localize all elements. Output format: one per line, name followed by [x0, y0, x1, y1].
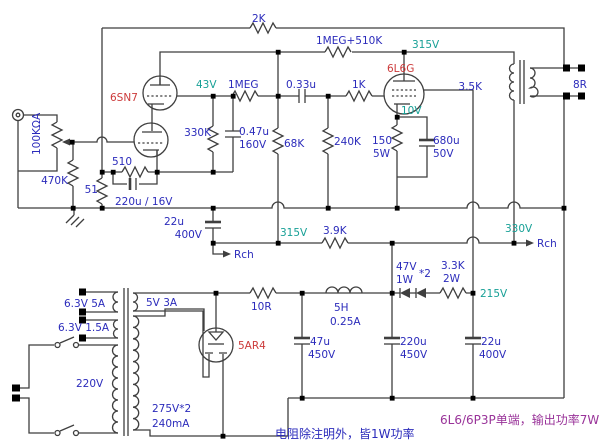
- label-680u: 680u: [433, 135, 460, 147]
- label-x2: *2: [419, 268, 431, 280]
- filter-choke: [325, 286, 363, 294]
- tube-6sn7: [133, 75, 178, 158]
- label-450v-b: 450V: [400, 349, 428, 361]
- resistors: [51, 22, 467, 299]
- label-240ma: 240mA: [152, 418, 190, 430]
- label-33k: 3.3K: [441, 260, 466, 272]
- label-2w: 2W: [443, 273, 461, 285]
- label-220u-b: 220u: [400, 336, 427, 348]
- zener-diodes: [399, 288, 426, 298]
- junction-dots: [69, 49, 567, 439]
- label-470k: 470K: [41, 175, 69, 187]
- label-8r: 8R: [573, 79, 587, 91]
- label-1meg-510k: 1MEG+510K: [316, 35, 383, 47]
- label-047u: 0.47u: [239, 126, 269, 138]
- label-330k: 330K: [184, 127, 212, 139]
- label-5w: 5W: [373, 148, 391, 160]
- label-275v2: 275V*2: [152, 403, 191, 415]
- label-22u-b: 22u: [481, 336, 501, 348]
- label-50v: 50V: [433, 148, 454, 160]
- mains-plug: [12, 341, 80, 437]
- label-63v15a: 6.3V 1.5A: [58, 322, 110, 334]
- label-5v3a: 5V 3A: [146, 297, 178, 309]
- label-47u: 47u: [310, 336, 330, 348]
- label-39k: 3.9K: [323, 225, 348, 237]
- rch-arrows: [223, 239, 534, 258]
- label-35k: 3.5K: [458, 81, 483, 93]
- label-43v: 43V: [196, 79, 217, 91]
- label-220u16v: 220u / 16V: [115, 196, 173, 208]
- label-2k: 2K: [252, 13, 267, 25]
- capacitors: [128, 89, 481, 345]
- label-68k: 68K: [284, 138, 305, 150]
- labels: 2K 1MEG+510K 315V 6SN7 43V 1MEG 0.33u 1K…: [31, 13, 599, 441]
- label-rch-right: Rch: [537, 238, 557, 250]
- tube-6l6g: [383, 73, 425, 115]
- label-10v: 10V: [401, 105, 422, 117]
- label-450v-a: 450V: [308, 349, 336, 361]
- label-215v: 215V: [480, 288, 508, 300]
- label-315v-b: 315V: [280, 227, 308, 239]
- power-transformer: [79, 288, 140, 434]
- label-10r: 10R: [251, 301, 272, 313]
- label-160v: 160V: [239, 139, 267, 151]
- output-transformer: [508, 60, 585, 104]
- label-pot: 100KΩA: [31, 112, 43, 155]
- label-rch-left: Rch: [234, 249, 254, 261]
- note-resistor-power: 电阻除注明外，皆1W功率: [275, 426, 415, 441]
- tube-5ar4: [198, 327, 234, 363]
- label-330v: 330V: [505, 223, 533, 235]
- label-5h: 5H: [334, 302, 349, 314]
- label-315v-plate: 315V: [412, 39, 440, 51]
- label-63v5a: 6.3V 5A: [64, 298, 106, 310]
- label-400v-b: 400V: [479, 349, 507, 361]
- label-033u: 0.33u: [286, 79, 316, 91]
- label-025a: 0.25A: [330, 316, 361, 328]
- label-1meg: 1MEG: [228, 79, 259, 91]
- label-47v: 47V: [396, 261, 417, 273]
- label-510: 510: [112, 156, 132, 168]
- label-22u: 22u: [164, 216, 184, 228]
- label-240k: 240K: [334, 136, 362, 148]
- label-220v: 220V: [76, 378, 104, 390]
- label-150: 150: [372, 135, 392, 147]
- note-amp-title: 6L6/6P3P单端，输出功率7W: [440, 412, 599, 427]
- label-1w: 1W: [396, 274, 414, 286]
- label-400v: 400V: [175, 229, 203, 241]
- label-6sn7: 6SN7: [110, 92, 138, 104]
- label-51: 51: [85, 184, 98, 196]
- label-6l6g: 6L6G: [387, 63, 414, 75]
- label-5ar4: 5AR4: [238, 340, 266, 352]
- label-1k: 1K: [352, 79, 367, 91]
- input-jack: [11, 108, 25, 122]
